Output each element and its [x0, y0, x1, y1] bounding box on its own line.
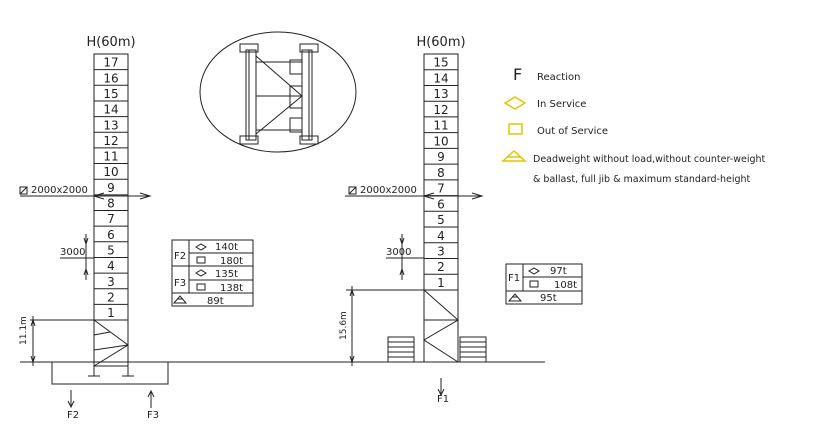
section-number: 15 [433, 56, 448, 70]
section-number: 7 [107, 212, 115, 226]
square-icon [196, 256, 206, 264]
left-section-height: 3000 [60, 247, 85, 258]
section-number: 17 [103, 56, 118, 70]
section-number: 12 [433, 103, 448, 117]
square-icon [196, 283, 206, 291]
force-f1-label: F1 [437, 394, 449, 405]
right-reaction-table [505, 263, 583, 305]
section-number: 8 [437, 166, 445, 180]
ballast-left [387, 336, 415, 363]
legend-in-service-label: In Service [537, 99, 586, 110]
section-number: 1 [437, 276, 445, 290]
section-number: 4 [107, 259, 115, 273]
diamond-icon [528, 267, 540, 275]
left-base-bracing [93, 319, 129, 367]
section-number: 14 [433, 71, 448, 85]
right-base-bracing [423, 289, 459, 363]
section-number: 11 [433, 119, 448, 133]
table-value: 140t [215, 242, 238, 253]
section-number: 6 [107, 228, 115, 242]
left-foundation [51, 361, 169, 385]
left-section-dividers [94, 69, 128, 305]
legend-deadweight-line2: & ballast, full jib & maximum standard-h… [533, 174, 751, 185]
left-base-height: 11.1m [19, 316, 29, 345]
square-icon [529, 280, 539, 288]
table-value: 138t [220, 283, 243, 294]
right-section-height: 3000 [386, 247, 411, 258]
section-number: 15 [103, 87, 118, 101]
section-number: 14 [103, 103, 118, 117]
reaction-symbol: F [513, 65, 522, 84]
right-section-size: 2000x2000 [360, 185, 417, 196]
section-number: 1 [107, 306, 115, 320]
section-number: 2 [107, 290, 115, 304]
left-height-label: H(60m) [86, 35, 135, 50]
in-service-icon [503, 96, 527, 110]
right-height-label: H(60m) [416, 35, 465, 50]
left-section-size: 2000x2000 [31, 185, 88, 196]
table-value: 89t [207, 296, 224, 307]
deadweight-legend-icon [501, 149, 527, 162]
right-base-height: 15.6m [339, 311, 349, 340]
section-number: 7 [437, 182, 445, 196]
table-group-label: F1 [508, 273, 520, 284]
section-number: 11 [103, 150, 118, 164]
section-number: 16 [103, 71, 118, 85]
left-reaction-table [171, 239, 254, 307]
deadweight-icon [507, 293, 523, 302]
table-value: 135t [215, 269, 238, 280]
left-tower [19, 53, 169, 409]
table-value: 97t [550, 266, 567, 277]
legend-reaction-label: Reaction [537, 72, 580, 83]
table-group-label: F2 [174, 251, 186, 262]
section-number: 3 [437, 244, 445, 258]
section-number: 5 [437, 213, 445, 227]
section-number: 10 [103, 165, 118, 179]
section-number: 3 [107, 275, 115, 289]
ballast-right [459, 336, 487, 363]
force-f3-label: F3 [147, 410, 159, 421]
section-number: 4 [437, 229, 445, 243]
right-tower [345, 53, 487, 397]
left-base-section [93, 319, 129, 367]
section-number: 12 [103, 134, 118, 148]
legend-out-of-service-label: Out of Service [537, 126, 608, 137]
table-value: 108t [554, 280, 577, 291]
table-group-label: F3 [174, 278, 186, 289]
section-number: 13 [103, 118, 118, 132]
legend-deadweight-line1: Deadweight without load,without counter-… [533, 154, 766, 165]
section-number: 8 [107, 197, 115, 211]
section-number: 5 [107, 243, 115, 257]
diamond-icon [195, 269, 207, 277]
section-number: 10 [433, 134, 448, 148]
section-number: 6 [437, 197, 445, 211]
base-detail-view [199, 31, 357, 153]
section-number: 9 [107, 181, 115, 195]
table-value: 95t [540, 293, 557, 304]
deadweight-icon [172, 295, 188, 304]
section-number: 2 [437, 260, 445, 274]
diamond-icon [195, 243, 207, 251]
section-number: 9 [437, 150, 445, 164]
force-f2-label: F2 [67, 410, 79, 421]
out-of-service-icon [508, 123, 523, 135]
right-size-symbol [348, 186, 357, 195]
left-size-symbol [19, 186, 28, 195]
section-number: 13 [433, 87, 448, 101]
table-value: 180t [220, 256, 243, 267]
